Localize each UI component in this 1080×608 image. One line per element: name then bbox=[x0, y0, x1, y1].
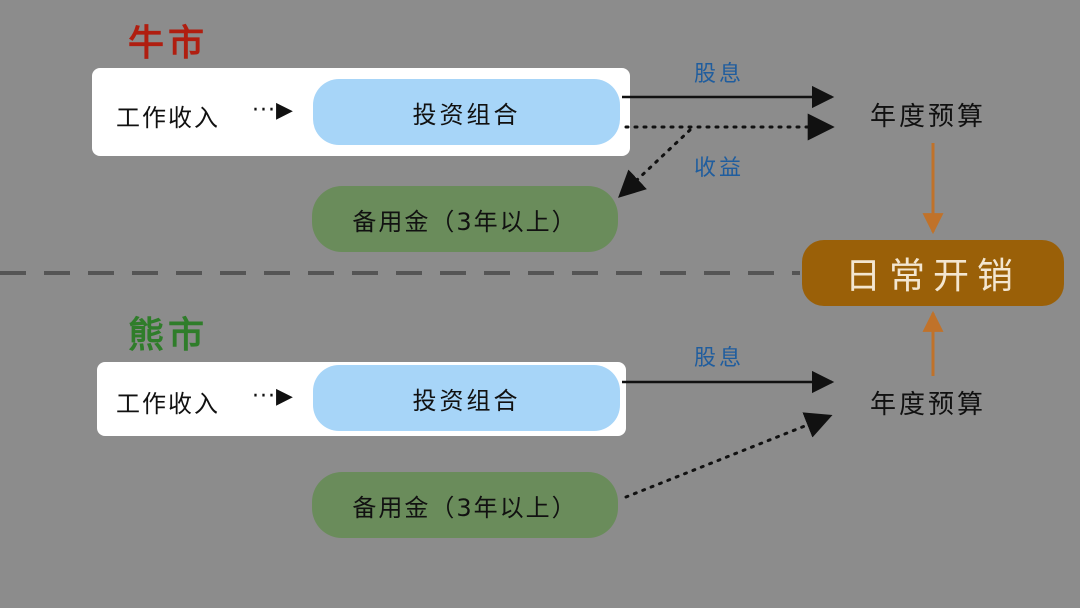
bull-portfolio-node: 投资组合 bbox=[313, 79, 620, 145]
bull-reserve-fund-node: 备用金（3年以上） bbox=[312, 186, 618, 252]
bear-annual-budget-label: 年度预算 bbox=[870, 390, 987, 420]
bull-income-connector: ···▶ bbox=[252, 98, 294, 123]
bull-annual-budget-label: 年度预算 bbox=[870, 102, 987, 132]
bear-income-connector: ···▶ bbox=[252, 384, 294, 409]
bear-market-title: 熊市 bbox=[128, 315, 209, 356]
bull-return-to-reserve-arrow bbox=[618, 128, 692, 198]
bear-dividend-label: 股息 bbox=[694, 346, 745, 371]
bull-dividend-label: 股息 bbox=[694, 62, 745, 87]
bull-market-title: 牛市 bbox=[128, 23, 209, 64]
bear-work-income-label: 工作收入 bbox=[116, 390, 220, 418]
bull-return-label: 收益 bbox=[694, 156, 745, 181]
bear-reserve-fund-node: 备用金（3年以上） bbox=[312, 472, 618, 538]
bull-work-income-label: 工作收入 bbox=[116, 104, 220, 132]
bear-portfolio-node: 投资组合 bbox=[313, 365, 620, 431]
daily-expenses-node: 日常开销 bbox=[802, 240, 1064, 306]
bear-reserve-to-budget-arrow bbox=[624, 412, 833, 499]
